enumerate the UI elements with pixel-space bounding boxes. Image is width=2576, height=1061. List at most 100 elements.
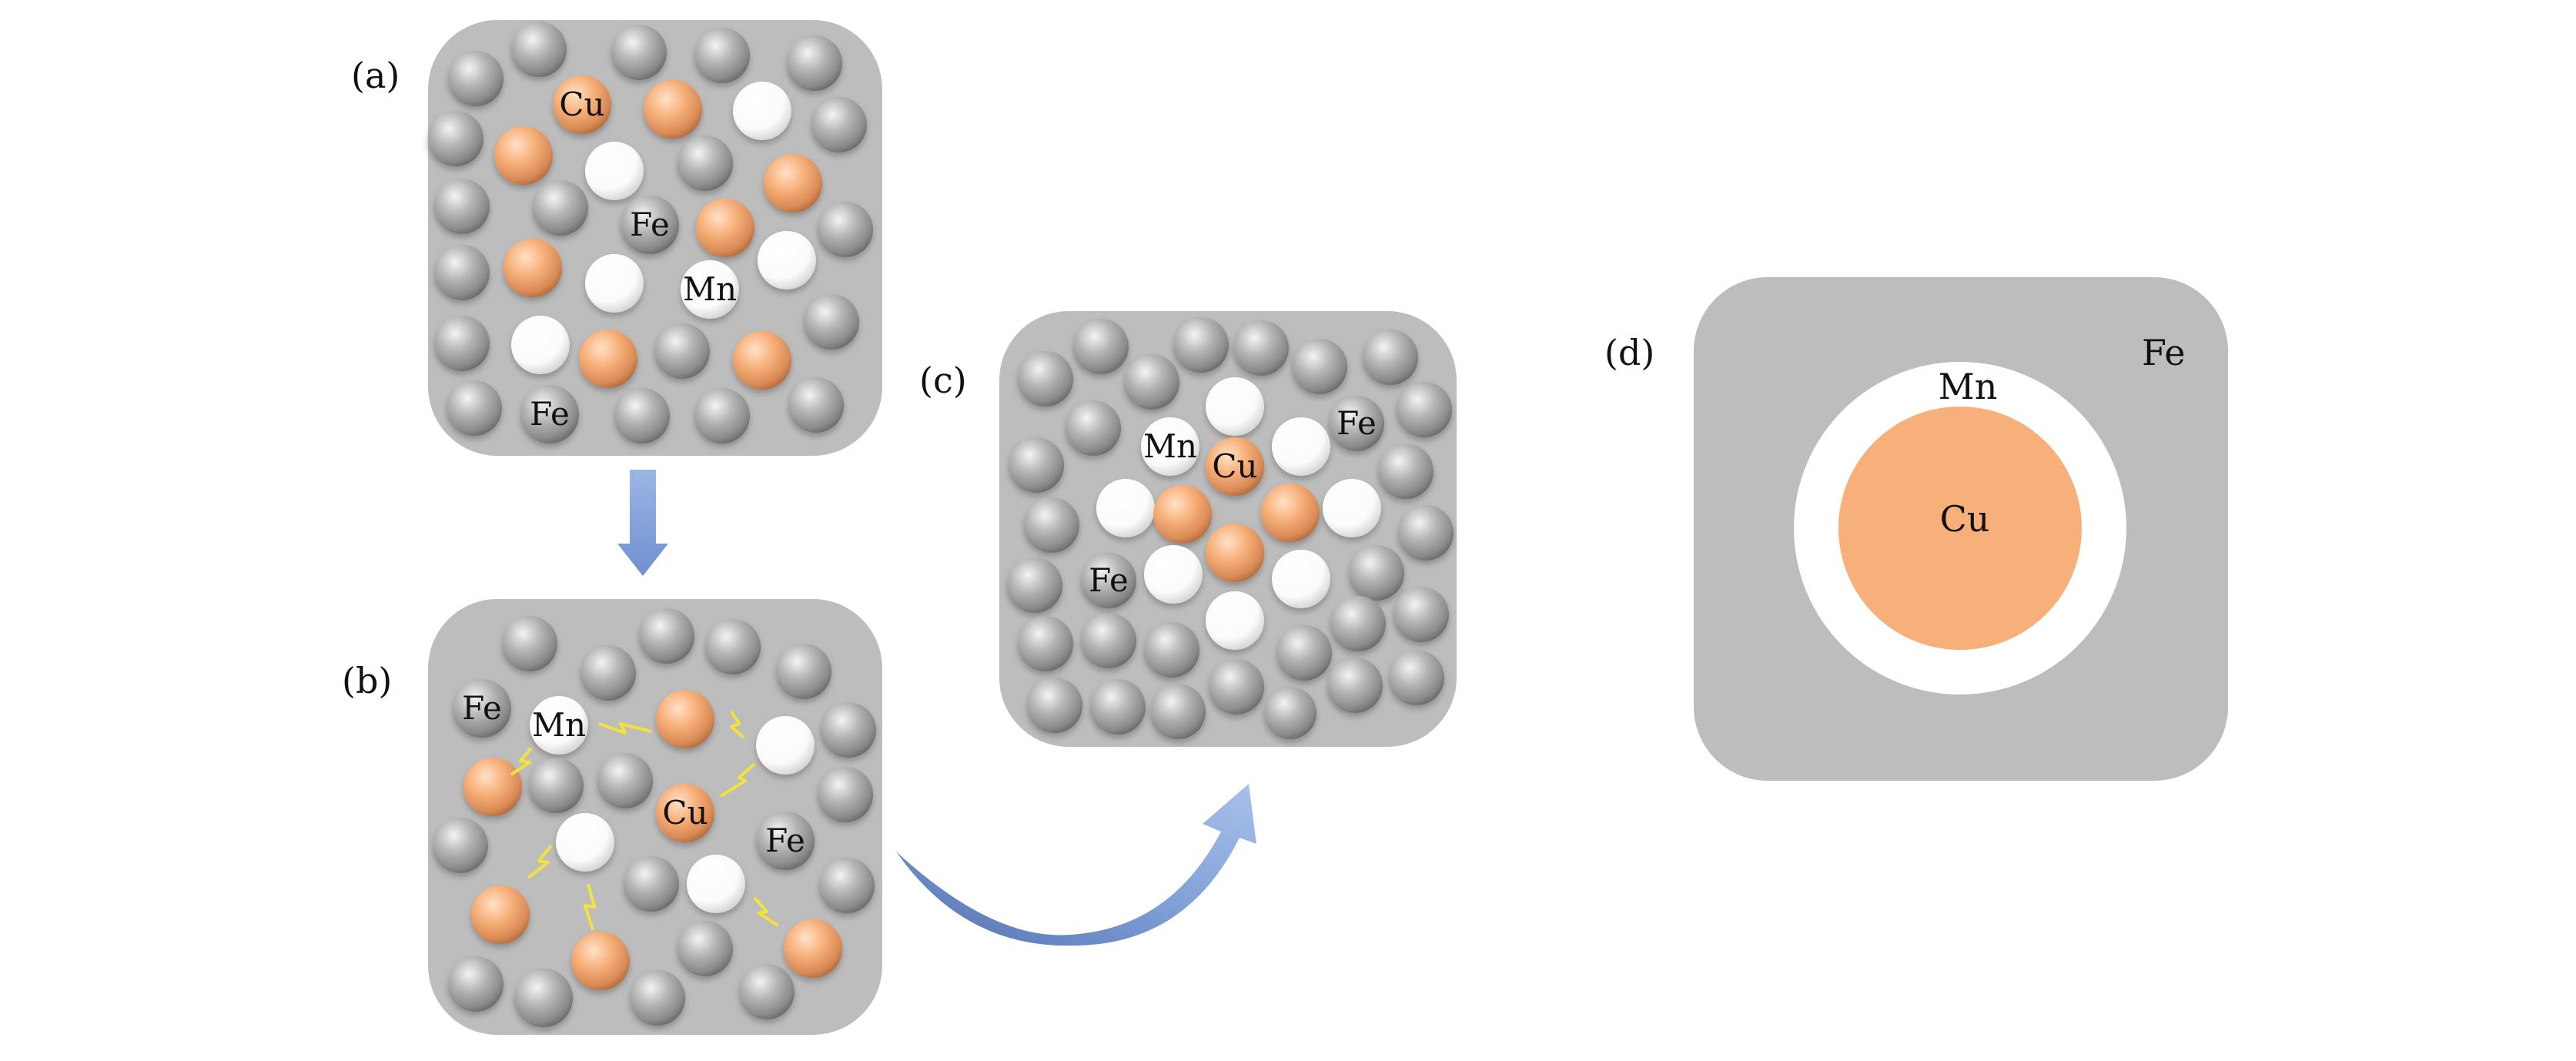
fe-atom (1007, 557, 1062, 613)
fe-atom (1264, 687, 1316, 739)
panel-d-mn-label: Mn (1939, 366, 1998, 407)
cu-atom (656, 690, 714, 748)
fe-atom (819, 858, 875, 913)
fe-atom (787, 35, 842, 91)
cu-atom (463, 758, 522, 816)
fe-atom (639, 608, 694, 664)
cu-atom (471, 885, 530, 944)
mn-atom (1141, 417, 1199, 476)
spark-icon (527, 844, 553, 879)
mn-atom (758, 231, 816, 290)
panel-c-cu-label: Cu (1212, 447, 1257, 485)
fe-atom (1144, 622, 1199, 678)
spark-icon (598, 722, 652, 735)
cu-atom (494, 126, 553, 185)
fe-atom (1276, 625, 1332, 681)
fe-atom (654, 323, 710, 379)
cu-atom (1206, 437, 1264, 496)
arrow-b-to-c (896, 784, 1256, 946)
fe-atom (614, 388, 670, 443)
fe-atom (1349, 545, 1404, 601)
spark-icon (719, 762, 756, 798)
fe-atom (433, 818, 488, 873)
fe-atom (756, 812, 815, 870)
mn-atom (1323, 479, 1381, 537)
fe-atom (1150, 684, 1206, 739)
fe-atom (434, 316, 490, 371)
panel-b-label: (b) (342, 660, 392, 701)
fe-atom (1073, 319, 1129, 374)
spark-icon (510, 747, 533, 776)
panel-d: (d) Fe Mn Cu (1604, 277, 2228, 781)
fe-atom (821, 702, 876, 758)
fe-atom (1209, 659, 1264, 715)
fe-atom (1173, 317, 1229, 373)
arrow-a-to-b (617, 470, 668, 576)
fe-atom (630, 970, 685, 1026)
fe-atom (694, 388, 750, 443)
fe-atom (1378, 443, 1434, 499)
panel-b: (b) Fe Mn Cu Fe (342, 599, 882, 1035)
fe-atom (1018, 616, 1073, 671)
panel-c: (c) Mn Cu Fe Fe (919, 311, 1457, 747)
fe-atom (624, 856, 679, 912)
fe-atom (1233, 320, 1289, 376)
panel-a-fe2-label: Fe (530, 395, 570, 433)
fe-atom (511, 22, 567, 77)
fe-atom (1018, 351, 1073, 407)
mn-atom (585, 254, 644, 313)
panel-d-label: (d) (1604, 332, 1654, 373)
fe-atom (502, 616, 557, 671)
fe-atom (580, 645, 636, 701)
spark-icon (730, 710, 745, 739)
panel-a-cu-label: Cu (559, 85, 604, 123)
cu-atom (784, 919, 842, 978)
cu-atom (733, 331, 791, 390)
fe-atom (818, 767, 873, 822)
fe-atom (1081, 613, 1136, 668)
fe-atom (434, 179, 490, 234)
panel-d-cu-core (1838, 407, 2082, 650)
panel-a-fe-label: Fe (630, 206, 670, 243)
fe-atom (520, 385, 579, 443)
cu-atom (1153, 485, 1212, 544)
panel-a-atoms (428, 22, 873, 443)
fe-atom (1363, 330, 1418, 385)
panel-d-fe-label: Fe (2142, 332, 2186, 373)
fe-atom (1124, 354, 1179, 410)
fe-atom (611, 25, 667, 80)
fe-atom (597, 753, 653, 808)
panel-c-atoms (1007, 317, 1454, 739)
fe-atom (1292, 339, 1347, 394)
fe-atom (1027, 678, 1082, 733)
fe-atom (447, 380, 502, 436)
fe-atom (448, 51, 503, 106)
fe-atom (453, 679, 511, 738)
down-arrow-icon (617, 470, 668, 576)
panel-c-label: (c) (919, 360, 967, 401)
fe-atom (428, 111, 483, 166)
panel-c-mn-label: Mn (1143, 427, 1197, 465)
cu-atom (579, 330, 637, 388)
panel-a-mn-label: Mn (683, 270, 737, 308)
mn-atom (556, 813, 614, 872)
panel-b-fe2-label: Fe (765, 822, 805, 859)
mn-atom (1272, 417, 1330, 476)
fe-atom (705, 619, 761, 674)
fe-atom (677, 136, 733, 191)
fe-atom (1398, 505, 1454, 561)
mn-atom (530, 696, 588, 755)
mn-atom (687, 855, 745, 913)
fe-atom (621, 196, 679, 254)
cu-atom (571, 932, 630, 990)
cu-atom (1261, 484, 1320, 542)
fe-atom (1066, 400, 1121, 456)
cu-atom (553, 75, 611, 134)
fe-atom (1389, 650, 1444, 705)
cu-atom (503, 239, 562, 297)
cu-atom (644, 80, 702, 139)
mn-atom (1144, 545, 1203, 604)
fe-atom (1327, 658, 1383, 713)
fe-atom (434, 245, 490, 300)
